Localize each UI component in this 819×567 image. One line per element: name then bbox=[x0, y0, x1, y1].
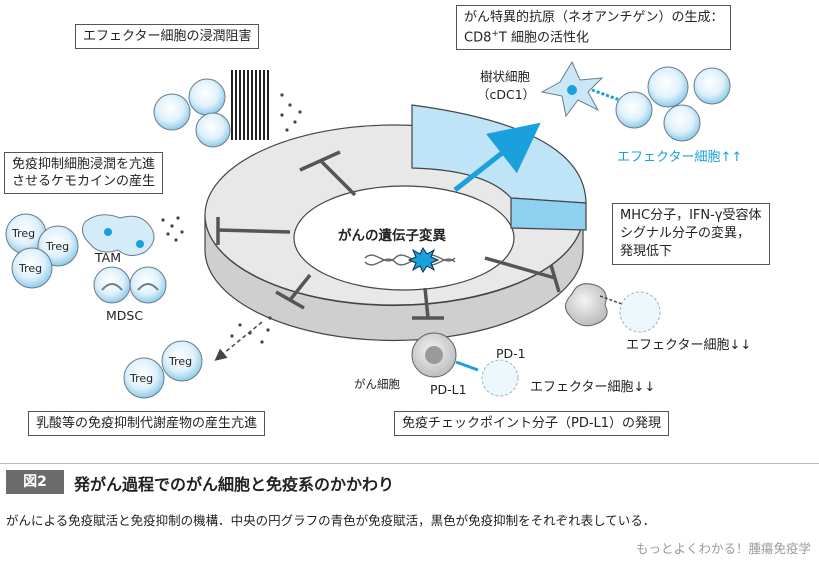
blocked-effector-cells bbox=[153, 78, 231, 148]
label-effector-up: エフェクター細胞↑↑ bbox=[617, 150, 743, 165]
treg-cluster-bottom bbox=[123, 340, 203, 399]
tam-cell bbox=[81, 214, 155, 256]
activation-text: T 細胞の活性化 bbox=[498, 30, 589, 46]
box-chemokine-line2: させるケモカインの産生 bbox=[12, 174, 156, 189]
chemokine-dots-left bbox=[161, 216, 184, 242]
cd8-superscript: + bbox=[491, 29, 499, 39]
label-treg-4: Treg bbox=[130, 372, 154, 385]
metabolite-arrow bbox=[214, 321, 263, 361]
figure-credit: もっとよくわかる！腫瘍免疫学 bbox=[635, 541, 811, 556]
cd8-text: CD8 bbox=[464, 30, 492, 46]
treg-cluster-left bbox=[5, 213, 79, 289]
label-tam: TAM bbox=[95, 250, 122, 265]
label-effector-down-2: エフェクター細胞↓↓ bbox=[530, 380, 656, 395]
figure-tag: 図2 bbox=[6, 470, 64, 494]
metabolite-dots bbox=[230, 316, 272, 344]
label-dendritic-1: 樹状細胞 bbox=[480, 69, 531, 84]
activated-effector-cells bbox=[615, 66, 731, 142]
label-effector-down-1: エフェクター細胞↓↓ bbox=[626, 338, 752, 353]
box-mhc-line2: シグナル分子の変異， bbox=[620, 226, 751, 241]
label-pdl1: PD-L1 bbox=[430, 382, 467, 397]
label-treg-1: Treg bbox=[12, 227, 36, 240]
activation-wedge bbox=[411, 104, 587, 231]
box-metabolite: 乳酸等の免疫抑制代謝産物の産生亢進 bbox=[28, 411, 266, 436]
diagram-canvas bbox=[5, 60, 731, 399]
cancer-cell-mhc bbox=[565, 283, 623, 327]
box-mhc-line1: MHC分子，IFN-γ受容体 bbox=[620, 208, 762, 223]
label-cancer-cell: がん細胞 bbox=[354, 377, 400, 391]
label-mdsc: MDSC bbox=[106, 308, 144, 323]
box-mhc-line3: 発現低下 bbox=[620, 244, 673, 259]
presentation-link bbox=[591, 88, 621, 102]
caption-divider bbox=[0, 463, 819, 464]
box-chemokine-line1: 免疫抑制細胞浸潤を亢進 bbox=[12, 157, 156, 172]
label-treg-3: Treg bbox=[19, 262, 43, 275]
barrier-icon bbox=[231, 70, 269, 140]
mdsc-cells bbox=[93, 266, 167, 304]
figure-title: 発がん過程でのがん細胞と免疫系のかかわり bbox=[74, 475, 395, 494]
box-chemokine: 免疫抑制細胞浸潤を亢進 させるケモカインの産生 bbox=[4, 152, 164, 194]
dashed-effector-bottom bbox=[481, 359, 519, 397]
label-dendritic-2: （cDC1） bbox=[477, 87, 536, 102]
inhibition-markers bbox=[216, 150, 561, 320]
dashed-effector-right bbox=[619, 291, 661, 333]
dendritic-cell bbox=[540, 60, 604, 118]
center-label: がんの遺伝子変異 bbox=[338, 228, 446, 244]
figure-caption: がんによる免疫賦活と免疫抑制の機構．中央の円グラフの青色が免疫賦活，黒色が免疫抑… bbox=[6, 513, 656, 528]
box-checkpoint: 免疫チェックポイント分子（PD-L1）の発現 bbox=[394, 411, 670, 436]
chemokine-dots-top bbox=[280, 93, 302, 132]
dna-mutation-icon bbox=[364, 247, 456, 273]
box-neoantigen: がん特異的抗原（ネオアンチゲン）の生成： CD8+T 細胞の活性化 bbox=[456, 5, 732, 51]
label-treg-5: Treg bbox=[169, 355, 193, 368]
label-pd1: PD-1 bbox=[496, 346, 526, 361]
box-mhc: MHC分子，IFN-γ受容体 シグナル分子の変異， 発現低下 bbox=[612, 203, 770, 265]
label-treg-2: Treg bbox=[46, 240, 70, 253]
cancer-cell-pdl1 bbox=[411, 332, 479, 378]
box-infiltration-block: エフェクター細胞の浸潤阻害 bbox=[75, 24, 260, 49]
box-neoantigen-line2: CD8+T 細胞の活性化 bbox=[464, 26, 723, 46]
box-neoantigen-line1: がん特異的抗原（ネオアンチゲン）の生成： bbox=[464, 10, 724, 25]
